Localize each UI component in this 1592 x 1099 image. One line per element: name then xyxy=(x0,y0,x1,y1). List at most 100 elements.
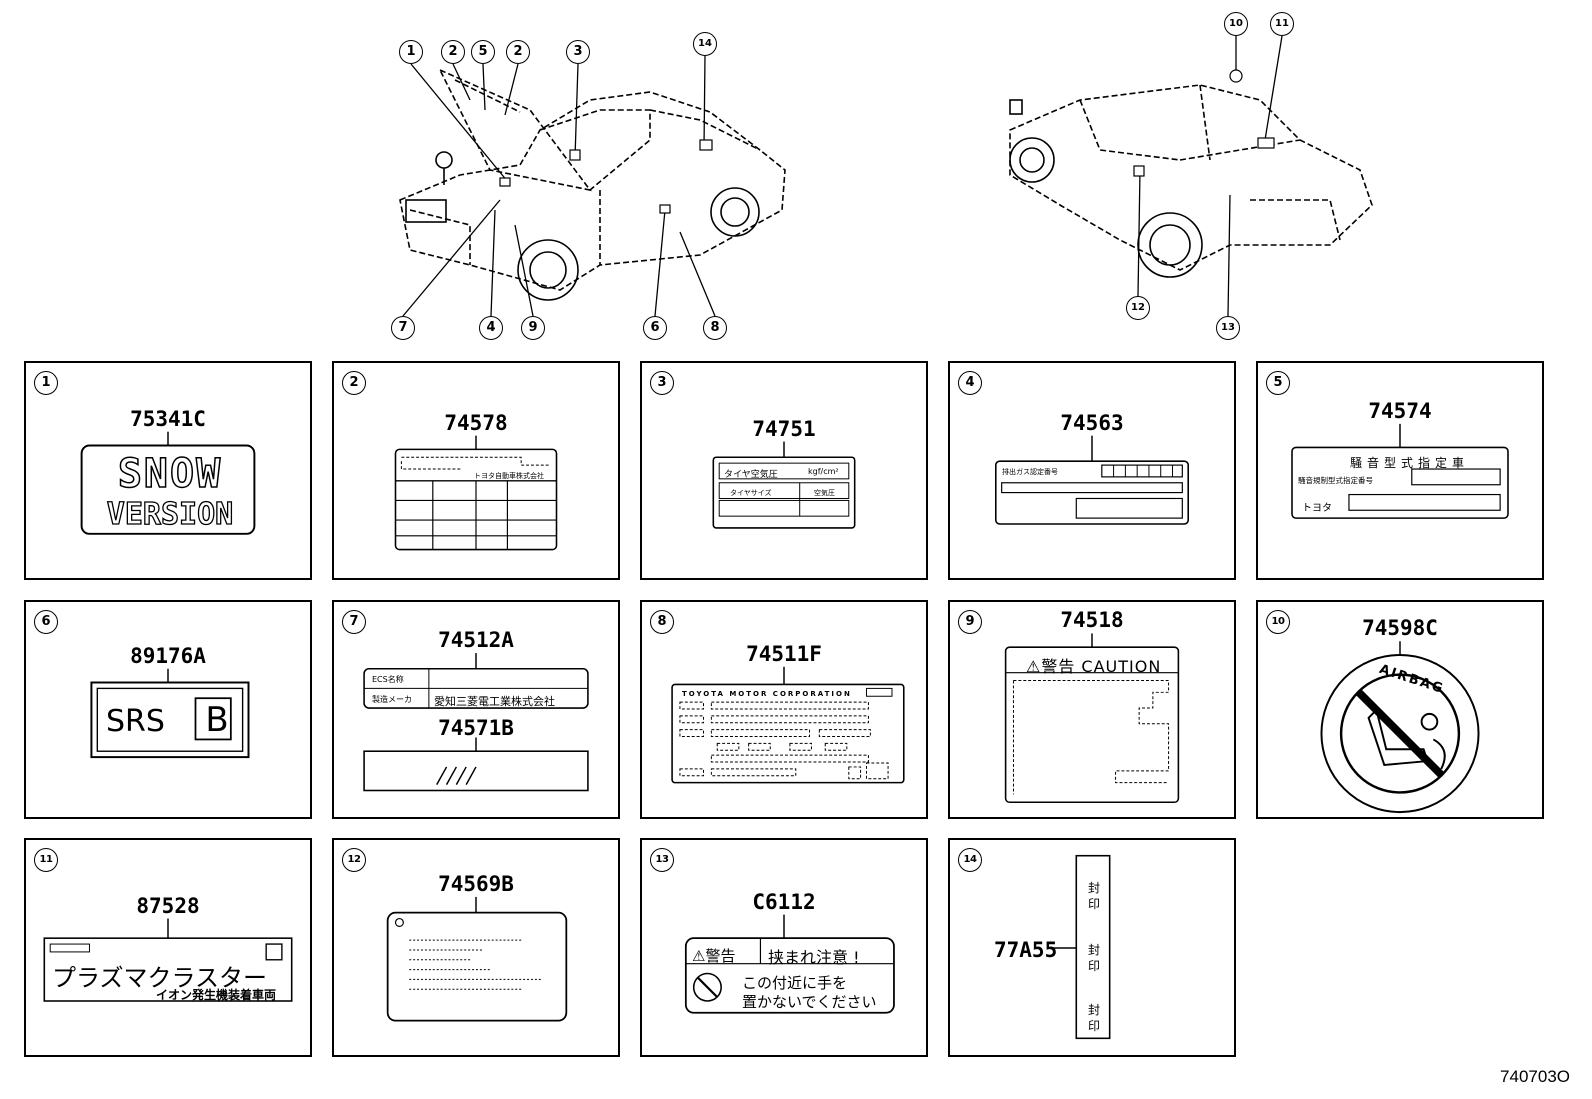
callout-circle: 12 xyxy=(1126,296,1150,320)
leader-lines xyxy=(402,35,1283,317)
document-id: 740703O xyxy=(1500,1067,1570,1086)
label-drawing xyxy=(1291,423,1509,519)
ion-generator-text: イオン発生機装着車両 xyxy=(156,988,277,1002)
part-number: 74751 xyxy=(752,417,816,441)
seal-text-2: 封印 xyxy=(1088,943,1101,973)
part-number: 75341C xyxy=(130,407,206,431)
part-number: 74598C xyxy=(1362,616,1438,640)
srs-text: SRS xyxy=(106,704,165,739)
tire-pressure-text: タイヤ空気圧 xyxy=(724,470,778,480)
panel-number: 8 xyxy=(650,610,674,634)
front-car-wheels xyxy=(405,151,760,301)
label-panel-9: 9 74518 ⚠警告 CAUTION xyxy=(948,600,1236,819)
part-number: 87528 xyxy=(136,894,200,918)
part-number: 89176A xyxy=(130,644,206,668)
hand-text-2: 置かないでください xyxy=(742,993,877,1011)
part-number: 74569B xyxy=(438,872,514,896)
plasmacluster-text: プラズマクラスター xyxy=(52,964,268,992)
panel-number: 10 xyxy=(1266,610,1290,634)
part-number: 74574 xyxy=(1368,399,1432,423)
callout-circle: 2 xyxy=(506,40,530,64)
label-markers xyxy=(499,69,1275,214)
label-drawing xyxy=(712,441,856,529)
seal-text-1: 封印 xyxy=(1088,881,1101,911)
panel-number: 14 xyxy=(958,848,982,872)
panel-number: 5 xyxy=(1266,371,1290,395)
label-panel-3: 3 74751 タイヤ空気圧 kgf/cm² タイヤサイズ 空気圧 xyxy=(640,361,928,580)
tire-size-text: タイヤサイズ xyxy=(730,489,772,497)
callout-circle: 4 xyxy=(479,316,503,340)
warning-text: ⚠警告 xyxy=(692,947,736,965)
label-drawing xyxy=(1004,633,1180,804)
callout-circle: 9 xyxy=(521,316,545,340)
maker-name-text: 愛知三菱電工業株式会社 xyxy=(434,695,555,708)
label-panel-1: 1 75341C SNOW VERSION xyxy=(24,361,312,580)
panel-number: 9 xyxy=(958,610,982,634)
callout-circle: 1 xyxy=(399,40,423,64)
part-number: 77A55 xyxy=(994,938,1058,962)
rear-car-outline xyxy=(1009,84,1373,271)
label-drawing xyxy=(90,668,250,759)
callout-circle: 10 xyxy=(1224,12,1248,36)
label-drawing xyxy=(671,666,905,784)
front-car-outline xyxy=(399,68,786,291)
label-drawing xyxy=(80,431,256,535)
panel-number: 7 xyxy=(342,610,366,634)
callout-circle: 14 xyxy=(693,32,717,56)
noise-number-text: 騒音規制型式指定番号 xyxy=(1298,476,1373,485)
callout-circle: 2 xyxy=(441,40,465,64)
noise-title: 騒音型式指定車 xyxy=(1350,456,1470,470)
callout-circle: 13 xyxy=(1216,316,1240,340)
toyota-text: トヨタ xyxy=(1302,503,1332,514)
panel-number: 1 xyxy=(34,371,58,395)
label-panel-6: 6 89176A SRS B xyxy=(24,600,312,819)
part-number: 74511F xyxy=(746,642,822,666)
rear-car-wheels xyxy=(1009,99,1203,278)
panel-number: 13 xyxy=(650,848,674,872)
panel-number: 11 xyxy=(34,848,58,872)
label-panel-11: 11 87528 プラズマクラスター イオン発生機装着車両 xyxy=(24,838,312,1057)
callout-circle: 7 xyxy=(391,316,415,340)
label-panel-2: 2 74578 トヨタ自動車株式会社 xyxy=(332,361,620,580)
panel-number: 4 xyxy=(958,371,982,395)
part-number-2: 74571B xyxy=(438,716,514,740)
panel-number: 2 xyxy=(342,371,366,395)
label-drawing xyxy=(684,914,895,1014)
label-panel-13: 13 C6112 ⚠警告 挟まれ注意 ! この付近に手を 置かないでください xyxy=(640,838,928,1057)
panel-number: 3 xyxy=(650,371,674,395)
callout-circle: 3 xyxy=(566,40,590,64)
unit-text: kgf/cm² xyxy=(808,467,839,476)
hand-text-1: この付近に手を xyxy=(742,974,848,992)
label-panel-12: 12 74569B xyxy=(332,838,620,1057)
ecs-name-text: ECS名称 xyxy=(372,675,404,684)
callout-circle: 6 xyxy=(643,316,667,340)
car-illustrations xyxy=(399,35,1373,317)
pinch-caution-text: 挟まれ注意 ! xyxy=(768,948,860,967)
label-panel-4: 4 74563 排出ガス認定番号 xyxy=(948,361,1236,580)
callout-circle: 5 xyxy=(471,40,495,64)
version-text: VERSION xyxy=(106,496,234,532)
label-panel-8: 8 74511F TOYOTA MOTOR CORPORATION xyxy=(640,600,928,819)
caution-text: ⚠警告 CAUTION xyxy=(1026,657,1162,676)
srs-b-text: B xyxy=(205,700,229,740)
label-drawing xyxy=(1320,641,1480,814)
emission-text: 排出ガス認定番号 xyxy=(1002,468,1058,476)
maker-label-text: 製造メーカ xyxy=(372,695,412,704)
part-number: C6112 xyxy=(752,890,816,914)
part-number: 74578 xyxy=(444,411,508,435)
snow-text: SNOW xyxy=(117,450,223,498)
label-drawing xyxy=(995,435,1189,525)
panel-number: 12 xyxy=(342,848,366,872)
label-drawing xyxy=(394,435,558,551)
panel-number: 6 xyxy=(34,610,58,634)
seal-text-3: 封印 xyxy=(1088,1003,1101,1033)
label-panel-5: 5 74574 騒音型式指定車 騒音規制型式指定番号 トヨタ xyxy=(1256,361,1544,580)
label-drawing xyxy=(363,653,589,792)
maker-text: トヨタ自動車株式会社 xyxy=(474,472,544,480)
pressure-text: 空気圧 xyxy=(814,489,835,497)
part-number: 74518 xyxy=(1060,608,1124,632)
label-drawing xyxy=(43,918,293,1002)
callout-circle: 8 xyxy=(703,316,727,340)
toyota-corp-text: TOYOTA MOTOR CORPORATION xyxy=(682,690,852,698)
label-panel-7: 7 74512A 74571B ECS名称 製造メーカ 愛知三菱電工業株式会社 xyxy=(332,600,620,819)
